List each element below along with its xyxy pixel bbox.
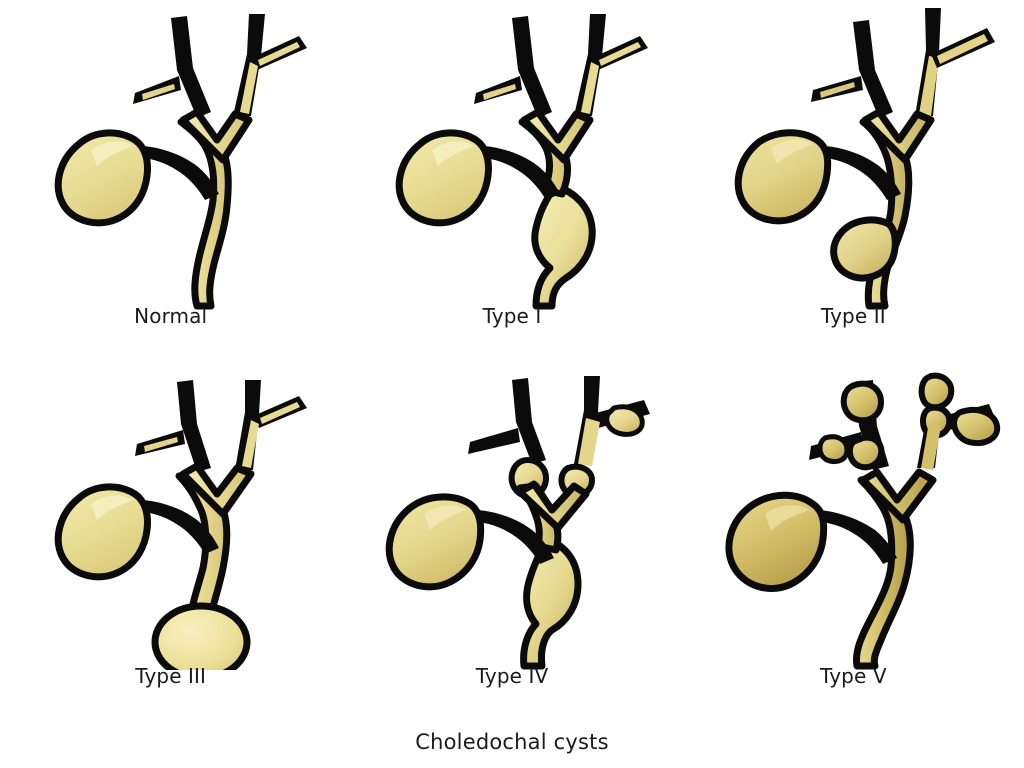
panel-label-type-1: Type I (482, 304, 542, 328)
right-hepatic-radicles (573, 14, 606, 116)
biliary-tree-type-5 (725, 372, 1001, 670)
left-hepatic-radicles (511, 378, 546, 464)
diagram-type-2 (735, 8, 996, 310)
common-bile-duct (177, 114, 232, 310)
panel-label-type-4: Type IV (475, 664, 549, 688)
common-hepatic-confluence (861, 108, 935, 164)
cystic-duct (467, 145, 560, 200)
right-hepatic-branch-highlight (937, 34, 989, 64)
biliary-tree-normal (54, 14, 307, 310)
panel-type-1: Type I (341, 0, 682, 360)
panel-label-type-5: Type V (820, 664, 887, 688)
left-hepatic-radicles (853, 20, 894, 118)
gallbladder (54, 129, 151, 227)
caroli-cyst-r3 (951, 406, 1001, 446)
left-hepatic-branch (467, 428, 520, 454)
panel-type-4: Type IV (341, 360, 682, 720)
right-hepatic-radicles (232, 14, 265, 116)
diagram-type-3 (54, 380, 307, 670)
panel-type-5: Type V (683, 360, 1024, 720)
right-hepatic-branch-highlight (598, 42, 641, 66)
right-hepatic-duct-fill (919, 56, 940, 116)
gallbladder-highlight (90, 141, 133, 166)
left-hepatic-branch-highlight (141, 84, 175, 100)
left-hepatic-branch-highlight (820, 82, 856, 98)
gallbladder-highlight (765, 505, 810, 531)
right-hepatic-duct-highlight (241, 420, 259, 468)
gallbladder-highlight (90, 495, 133, 520)
panel-grid: Normal (0, 0, 1024, 720)
biliary-tree-type-2 (735, 8, 996, 310)
caroli-cyst-l1 (841, 380, 885, 424)
left-hepatic-radicles (170, 16, 211, 118)
right-hepatic-duct-fill (577, 418, 600, 466)
right-hepatic-branch-highlight (257, 42, 300, 66)
common-hepatic-confluence (516, 480, 590, 532)
diverticulum-cyst (830, 216, 900, 282)
common-hepatic-confluence (520, 108, 594, 164)
caroli-cyst-l2 (847, 434, 885, 471)
biliary-tree-type-4 (385, 376, 650, 670)
extrahepatic-fusiform-cyst (520, 536, 582, 670)
gallbladder (54, 483, 151, 581)
figure-caption: Choledochal cysts (415, 730, 609, 754)
cystic-duct (809, 145, 902, 200)
gallbladder (395, 129, 492, 227)
right-hepatic-duct-highlight (239, 62, 258, 114)
choledochocele-cyst (151, 602, 251, 670)
diagram-normal (54, 14, 307, 310)
left-hepatic-radicles (511, 16, 552, 118)
gallbladder-highlight (423, 505, 466, 530)
fusiform-cyst (531, 182, 596, 310)
gallbladder-highlight (771, 139, 814, 164)
caroli-cyst-l3 (817, 434, 850, 465)
panel-label-type-3: Type III (135, 664, 207, 688)
diagram-type-5 (725, 372, 1001, 670)
intrahepatic-cyst-right (604, 404, 645, 437)
gallbladder-highlight (431, 141, 474, 166)
panel-label-normal: Normal (134, 304, 208, 328)
right-hepatic-duct-highlight (580, 62, 599, 114)
diagram-type-4 (385, 376, 650, 670)
biliary-tree-type-1 (395, 14, 648, 310)
gallbladder (725, 491, 828, 592)
common-bile-duct (859, 114, 913, 310)
panel-normal: Normal (0, 0, 341, 360)
cystic-duct (461, 509, 554, 564)
right-hepatic-duct-fill (921, 422, 942, 470)
cystic-duct (126, 499, 219, 554)
cystic-duct (803, 509, 898, 564)
left-hepatic-radicles (176, 380, 211, 472)
right-hepatic-branch-highlight (259, 402, 300, 424)
panel-type-3: Type III (0, 360, 341, 720)
biliary-tree-type-3 (54, 380, 307, 670)
cystic-duct (126, 145, 219, 200)
common-bile-duct (853, 472, 915, 670)
common-hepatic-confluence (179, 462, 255, 518)
panel-label-type-2: Type II (820, 304, 886, 328)
panel-type-2: Type II (683, 0, 1024, 360)
gallbladder (735, 129, 832, 225)
diagram-type-1 (395, 14, 648, 310)
common-hepatic-confluence (859, 468, 937, 524)
left-hepatic-branch-highlight (143, 437, 178, 452)
caroli-cyst-r1 (918, 372, 955, 411)
common-hepatic-confluence (179, 108, 253, 164)
gallbladder (385, 493, 485, 591)
left-hepatic-branch-highlight (482, 84, 516, 100)
